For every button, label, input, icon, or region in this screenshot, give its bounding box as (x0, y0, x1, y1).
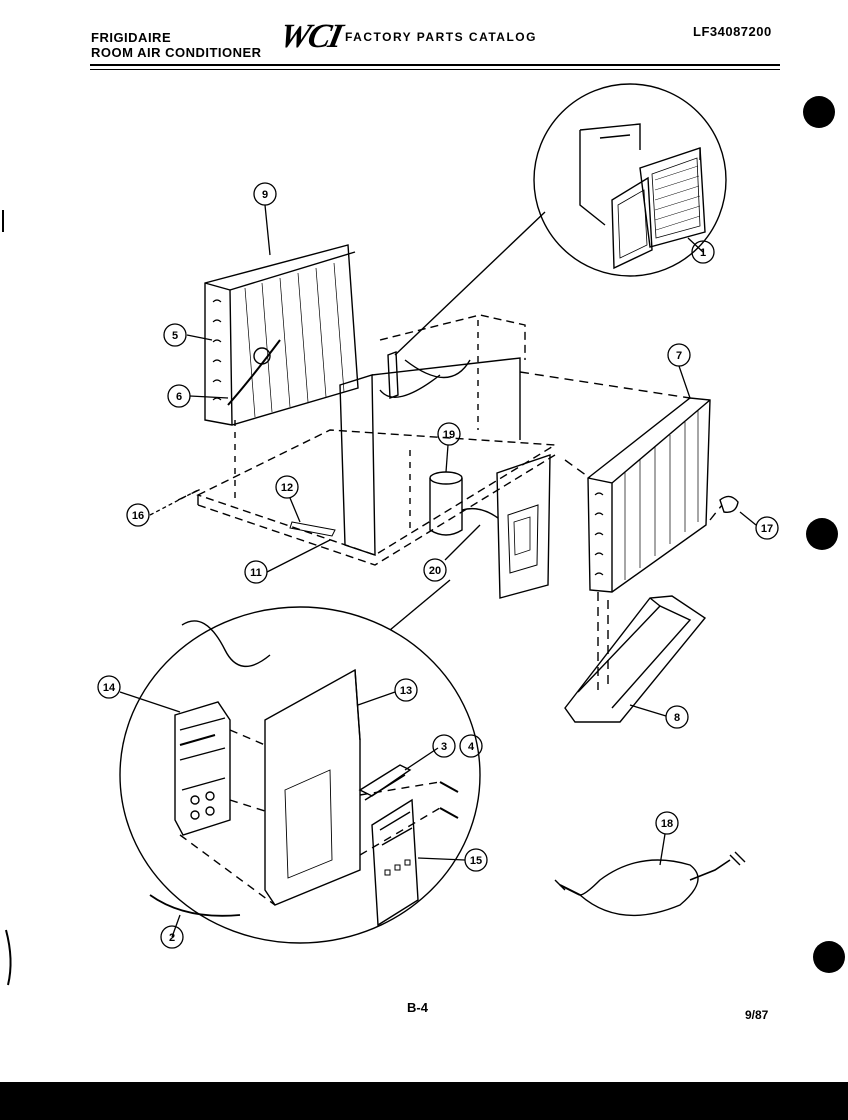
drain-pan (564, 595, 707, 723)
brand-name: FRIGIDAIRE (91, 30, 172, 45)
revision-date: 9/87 (745, 1008, 769, 1022)
callout-20 (423, 558, 447, 582)
callout-label-13: 13 (400, 685, 412, 697)
callout-19 (437, 422, 461, 446)
page-code: B-4 (407, 1000, 428, 1015)
callout-label-9: 9 (262, 189, 268, 201)
control-box (496, 454, 551, 599)
header-rule (90, 64, 780, 66)
binder-hole-top (803, 96, 835, 128)
callout-label-1: 1 (700, 247, 706, 259)
callout-8 (665, 705, 689, 729)
callout-11 (244, 560, 268, 584)
callout-label-7: 7 (676, 350, 682, 362)
callout-13 (394, 678, 418, 702)
callout-4 (459, 734, 483, 758)
callout-label-19: 19 (443, 429, 455, 441)
callout-label-17: 17 (761, 523, 773, 535)
callout-label-3: 3 (441, 741, 447, 753)
product-line: ROOM AIR CONDITIONER (91, 45, 262, 60)
callout-bubbles: 1 2 3 4 5 6 7 8 9 11 12 13 (97, 182, 779, 949)
callout-16 (126, 503, 150, 527)
callout-1 (691, 240, 715, 264)
callout-label-11: 11 (250, 567, 262, 579)
callout-label-14: 14 (103, 682, 116, 694)
scan-bottom-band (0, 1082, 848, 1120)
callout-17 (755, 516, 779, 540)
callout-2 (160, 925, 184, 949)
catalog-title: FACTORY PARTS CATALOG (345, 30, 537, 44)
callout-12 (275, 475, 299, 499)
callout-label-20: 20 (429, 565, 441, 577)
inset-leader-line (394, 211, 546, 356)
header-rule-thin (90, 69, 780, 70)
callout-label-12: 12 (281, 482, 293, 494)
callout-label-6: 6 (176, 391, 182, 403)
callout-3 (432, 734, 456, 758)
callout-label-8: 8 (674, 712, 680, 724)
callout-7 (667, 343, 691, 367)
scan-edge-marks (2, 210, 12, 986)
binder-hole-bottom (813, 941, 845, 973)
callout-label-18: 18 (661, 818, 673, 830)
callout-label-5: 5 (172, 330, 178, 342)
filter-grille-inset (533, 83, 727, 277)
callout-9 (253, 182, 277, 206)
callout-18 (655, 811, 679, 835)
callout-label-15: 15 (470, 855, 482, 867)
callout-14 (97, 675, 121, 699)
binder-hole-middle (806, 518, 838, 550)
callout-5 (163, 323, 187, 347)
model-number: LF34087200 (693, 24, 772, 39)
callout-15 (464, 848, 488, 872)
control-assembly-inset (119, 579, 481, 944)
power-cord (554, 851, 746, 917)
callout-6 (167, 384, 191, 408)
callout-label-16: 16 (132, 510, 144, 522)
callout-label-2: 2 (169, 932, 175, 944)
chassis-base (196, 314, 558, 566)
assembly-guide-lines (177, 371, 723, 690)
condenser-coil (587, 397, 739, 593)
callout-label-4: 4 (468, 741, 475, 753)
